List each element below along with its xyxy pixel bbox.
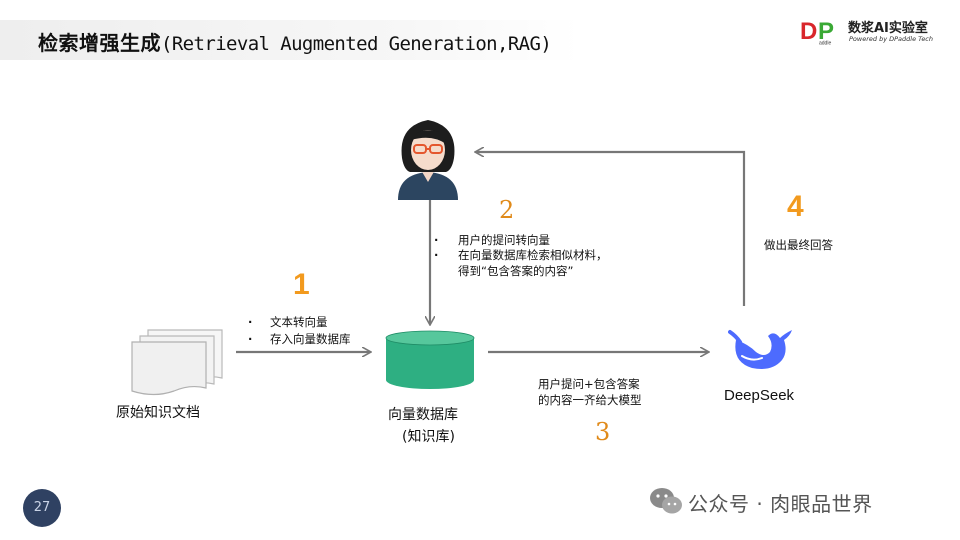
deepseek-whale-icon	[728, 330, 792, 369]
user-avatar-icon	[398, 120, 458, 200]
logo-letter-d: D	[800, 18, 817, 45]
watermark-text: 公众号 · 肉眼品世界	[688, 492, 873, 516]
slide-title: 检索增强生成(Retrieval Augmented Generation,RA…	[38, 27, 552, 56]
title-chinese: 检索增强生成	[38, 31, 161, 55]
title-bar	[0, 20, 580, 60]
step3-line-2: 的内容一齐给大模型	[538, 393, 642, 407]
page-number-badge: 27	[23, 489, 61, 527]
step4-text: 做出最终回答	[764, 238, 833, 252]
step1-number: 1	[293, 268, 310, 301]
logo-letter-p: P	[818, 18, 834, 45]
step1-bullet-1: 文本转向量	[270, 315, 328, 329]
logo-tagline: Powered by DPaddle Tech	[849, 35, 934, 43]
arrow-llm-to-user	[476, 152, 746, 306]
deepseek-label: DeepSeek	[724, 387, 795, 404]
vector-db-sublabel: (知识库)	[402, 429, 455, 445]
logo-name: 数浆AI实验室	[848, 21, 928, 36]
title-english: (Retrieval Augmented Generation,RAG)	[161, 33, 552, 55]
step3-line-1: 用户提问+包含答案	[538, 377, 640, 391]
logo-sub: addle	[819, 41, 831, 46]
step1-bullets: 文本转向量 存入向量数据库	[248, 315, 351, 347]
vector-db-label: 向量数据库	[388, 407, 458, 423]
documents-label: 原始知识文档	[116, 405, 200, 421]
documents-icon	[131, 329, 223, 396]
step2-continuation: 得到“包含答案的内容”	[458, 264, 574, 278]
dpaddle-logo-icon: D P addle	[800, 18, 834, 46]
step2-bullet-1: 用户的提问转向量	[458, 233, 550, 247]
step3-number: 3	[595, 418, 611, 446]
step2-number: 2	[499, 196, 515, 224]
step4-number: 4	[787, 190, 804, 223]
vector-database-icon	[385, 330, 475, 389]
wechat-icon	[650, 488, 682, 514]
step2-bullets: 用户的提问转向量 在向量数据库检索相似材料，	[434, 233, 608, 263]
step2-bullet-2: 在向量数据库检索相似材料，	[458, 248, 608, 262]
step1-bullet-2: 存入向量数据库	[270, 332, 351, 346]
